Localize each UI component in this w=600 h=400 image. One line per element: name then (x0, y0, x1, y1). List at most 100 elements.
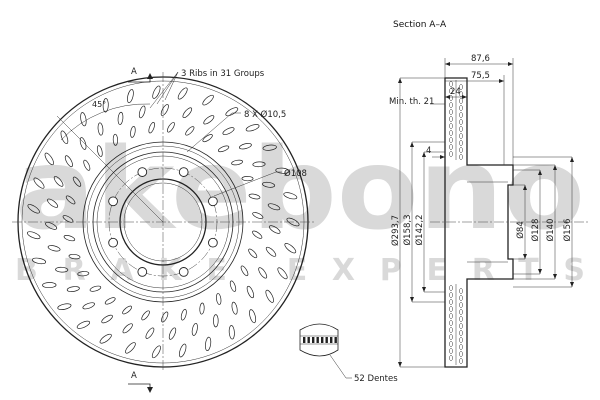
vent-slot (449, 123, 453, 129)
cooling-rib (79, 137, 87, 150)
cooling-rib-pattern (26, 85, 300, 359)
cooling-rib (228, 325, 235, 340)
dim-arrow (538, 269, 542, 274)
dim-arrow (398, 78, 402, 83)
cooling-rib (268, 225, 281, 234)
cooling-rib (125, 342, 136, 354)
cooling-rib (245, 124, 260, 132)
cooling-rib (213, 314, 219, 328)
bolt-hole (178, 267, 189, 277)
teeth-detail-outline (299, 323, 339, 357)
cooling-rib (191, 322, 198, 336)
watermark: akebono BRAKE EXPERTS (15, 125, 585, 288)
vent-slot (449, 327, 453, 333)
section-arrow-top (147, 73, 153, 79)
teeth-label: 52 Dentes (354, 374, 398, 384)
cooling-rib (101, 314, 113, 324)
cooling-rib (202, 134, 213, 143)
dim-arrow-87-l (445, 62, 450, 66)
vent-slot (449, 109, 453, 115)
cooling-rib (68, 253, 81, 260)
cooling-rib (97, 122, 104, 136)
bolt-hole (208, 237, 218, 248)
vent-slot (449, 299, 453, 305)
dim-arrow (553, 274, 557, 279)
tooth (303, 337, 306, 343)
vent-slot (449, 341, 453, 347)
vent-slot (449, 292, 453, 298)
cooling-rib (225, 107, 239, 117)
cooling-rib (286, 217, 300, 227)
dim-diameter-label: Ø156 (562, 219, 573, 242)
angle-arc (60, 103, 151, 141)
vent-slot (459, 140, 463, 146)
cooling-rib (231, 301, 238, 315)
vent-slot (449, 130, 453, 136)
cooling-rib (66, 286, 80, 293)
vent-slot (449, 88, 453, 94)
cooling-rib (138, 105, 146, 119)
vent-slot (459, 295, 463, 301)
cooling-rib (72, 176, 82, 187)
vent-slot (459, 351, 463, 357)
bolt-hole (108, 196, 118, 207)
cooling-rib (57, 303, 72, 310)
cooling-rib (168, 327, 177, 340)
dim-87-6: 87,6 (471, 54, 490, 64)
cooling-rib (62, 215, 74, 223)
dim-arrow (570, 157, 574, 162)
cooling-rib (216, 293, 222, 305)
tooth (330, 337, 333, 343)
cooling-rib (47, 198, 59, 208)
dim-diameter-label: Ø293,7 (390, 215, 401, 246)
cooling-rib (229, 280, 237, 292)
vent-slot (449, 285, 453, 291)
cooling-rib (179, 343, 187, 358)
angle-leg (56, 115, 164, 223)
cooling-rib (26, 231, 41, 240)
cooling-rib (161, 311, 169, 323)
angle-label: 45° (92, 100, 106, 109)
disc-section-profile (444, 77, 514, 368)
cooling-rib (252, 161, 266, 168)
cooling-rib (89, 285, 102, 292)
vent-slot (459, 98, 463, 104)
cooling-rib (45, 222, 58, 230)
dim-4: 4 (426, 146, 431, 156)
dim-arrow-24-l (445, 95, 450, 99)
vent-slot (459, 91, 463, 97)
vent-slot (449, 334, 453, 340)
vent-slot (459, 84, 463, 90)
cooling-rib (60, 130, 69, 145)
cooling-rib (148, 122, 155, 134)
dim-arrow (553, 165, 557, 170)
cooling-rib (177, 87, 188, 100)
cooling-rib (99, 333, 112, 344)
section-mark-top: A (131, 67, 137, 77)
vent-slot (459, 330, 463, 336)
cooling-rib (240, 265, 249, 277)
vent-slot (459, 105, 463, 111)
cooling-rib (160, 104, 169, 116)
dim-arrow (398, 362, 402, 367)
cooling-rib (182, 107, 193, 119)
cooling-rib (218, 145, 230, 153)
cooling-rib (267, 203, 281, 211)
cooling-rib (96, 145, 103, 157)
cooling-rib (53, 176, 64, 187)
cooling-rib (33, 177, 45, 189)
vent-slot (459, 119, 463, 125)
dim-arrow (410, 297, 414, 302)
cooling-rib (202, 94, 214, 106)
cooling-rib (104, 297, 116, 305)
section-arrow-bottom (147, 387, 153, 393)
vent-slot (449, 102, 453, 108)
cooling-rib (112, 133, 118, 146)
teeth-detail: 52 Dentes (299, 323, 398, 384)
teeth-leader (329, 354, 352, 379)
cooling-rib (275, 167, 290, 174)
cooling-rib (77, 271, 90, 277)
cooling-rib (80, 112, 87, 127)
